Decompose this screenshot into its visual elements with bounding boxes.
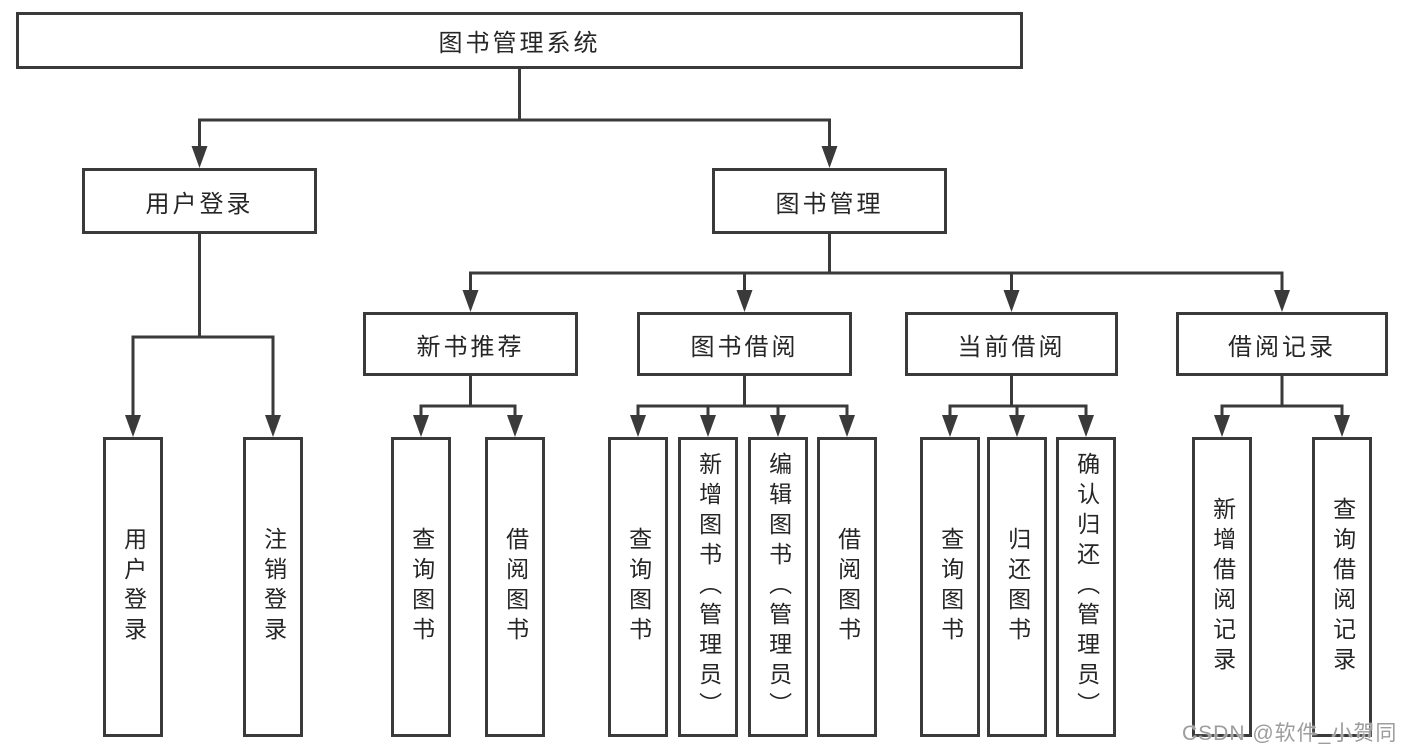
connector-borrow-records-split	[1220, 404, 1344, 419]
leaf-borrow-borrow-books: 借阅图书	[817, 437, 877, 737]
connector-book-mgmt-split	[469, 271, 1284, 294]
leaf-current-query-books: 查询图书	[920, 437, 980, 737]
connector-root-split	[198, 118, 831, 150]
connector-new-book-split	[419, 404, 517, 419]
arrowhead-current-confirm	[1078, 415, 1094, 437]
arrowhead-current-borrow	[1003, 290, 1020, 312]
node-user-login: 用户登录	[82, 168, 317, 234]
arrowhead-newbook-borrow	[507, 415, 523, 437]
arrowhead-records-query	[1334, 415, 1350, 437]
leaf-records-add: 新增借阅记录	[1192, 437, 1252, 737]
connector-current-borrow-split	[948, 404, 1088, 419]
arrowhead-current-query	[942, 415, 958, 437]
leaf-records-query: 查询借阅记录	[1312, 437, 1372, 737]
node-borrow-records: 借阅记录	[1176, 312, 1388, 376]
connector-user-login-split	[131, 335, 275, 419]
node-root: 图书管理系统	[16, 12, 1023, 69]
leaf-newbook-query-books: 查询图书	[391, 437, 451, 737]
arrowhead-borrow-records	[1274, 290, 1290, 312]
leaf-current-confirm-return-admin: 确认归还（管理员）	[1056, 437, 1116, 737]
arrowhead-leaf-logout	[265, 415, 281, 437]
leaf-newbook-borrow-books: 借阅图书	[485, 437, 545, 737]
watermark: CSDN @软件_小贺同学	[1182, 722, 1398, 745]
arrowhead-user-login	[191, 146, 208, 168]
arrowhead-borrow-edit	[770, 415, 786, 437]
arrowhead-records-add	[1214, 415, 1230, 437]
node-book-borrow: 图书借阅	[637, 312, 852, 376]
node-book-mgmt: 图书管理	[712, 168, 947, 234]
node-current-borrow: 当前借阅	[905, 312, 1118, 376]
arrowhead-borrow-borrow	[839, 415, 855, 437]
arrowhead-borrow-add	[700, 415, 716, 437]
connector-book-borrow-split	[636, 404, 849, 419]
leaf-borrow-add-books-admin: 新增图书（管理员）	[678, 437, 738, 737]
arrowhead-leaf-login	[125, 415, 141, 437]
leaf-current-return-books: 归还图书	[987, 437, 1047, 737]
arrowhead-borrow-query	[630, 415, 646, 437]
arrowhead-book-borrow	[736, 290, 753, 312]
leaf-logout: 注销登录	[243, 437, 303, 737]
arrowhead-book-mgmt	[821, 146, 838, 168]
arrowhead-newbook-query	[413, 415, 429, 437]
arrowhead-current-return	[1009, 415, 1025, 437]
leaf-borrow-edit-books-admin: 编辑图书（管理员）	[748, 437, 808, 737]
leaf-borrow-query-books: 查询图书	[608, 437, 668, 737]
leaf-user-login: 用户登录	[103, 437, 163, 737]
node-new-book-recommend: 新书推荐	[363, 312, 578, 376]
arrowhead-new-book	[462, 290, 479, 312]
